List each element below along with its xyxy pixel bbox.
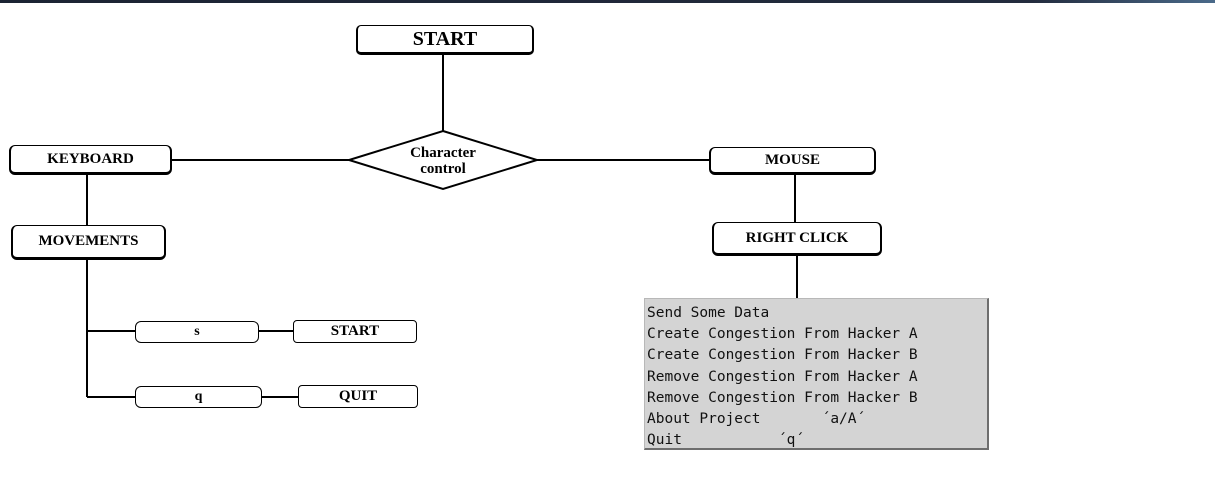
key-q-node: q	[135, 386, 262, 408]
menu-item-congestion-hacker-a[interactable]: Create Congestion From Hacker A	[647, 326, 918, 343]
context-menu: Send Some Data Create Congestion From Ha…	[644, 298, 989, 450]
quit-action-node: QUIT	[298, 385, 418, 408]
right-click-node: RIGHT CLICK	[712, 222, 882, 256]
decision-label: Character control	[380, 145, 506, 177]
key-s-node: s	[135, 321, 259, 343]
start-node: START	[356, 25, 534, 55]
menu-item-quit[interactable]: Quit ´q´	[647, 432, 805, 449]
menu-item-congestion-hacker-b[interactable]: Create Congestion From Hacker B	[647, 347, 918, 364]
menu-item-send-data[interactable]: Send Some Data	[647, 305, 770, 321]
decision-label-line-1: Character	[410, 145, 476, 161]
window-top-bar	[0, 0, 1215, 3]
decision-diamond	[345, 129, 541, 191]
mouse-node: MOUSE	[709, 147, 876, 175]
keyboard-node: KEYBOARD	[9, 145, 172, 175]
menu-item-remove-congestion-a[interactable]: Remove Congestion From Hacker A	[647, 368, 918, 385]
start-action-node: START	[293, 320, 417, 343]
menu-item-remove-congestion-b[interactable]: Remove Congestion From Hacker B	[647, 389, 918, 406]
decision-label-line-2: control	[420, 161, 466, 177]
movements-node: MOVEMENTS	[11, 225, 166, 260]
menu-item-about-project[interactable]: About Project ´a/A´	[647, 410, 866, 427]
